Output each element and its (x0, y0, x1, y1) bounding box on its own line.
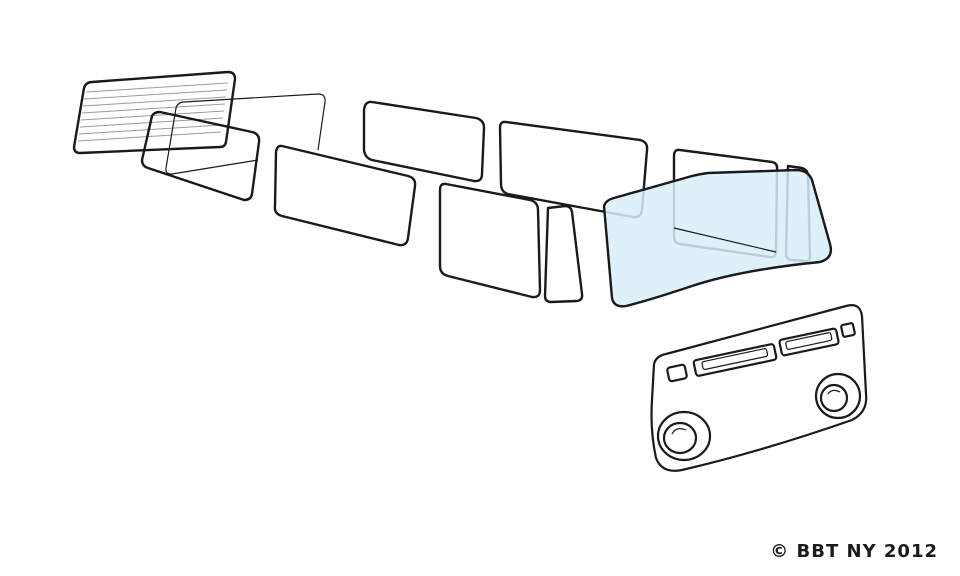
vent-window-left (543, 204, 584, 304)
watermark-text: BBT NY 2012 (796, 541, 938, 562)
side-window-rear-left (273, 144, 417, 247)
front-body-panel (650, 304, 868, 472)
windshield-reflection-line (673, 227, 777, 253)
copyright-watermark: © BBT NY 2012 (770, 541, 938, 562)
left-indicator (666, 363, 688, 383)
copyright-symbol: © (770, 541, 790, 562)
headlight-right (814, 372, 862, 420)
right-indicator (840, 322, 856, 338)
rear-quarter-window (140, 93, 326, 202)
headlight-left (656, 410, 712, 462)
side-window-rear-right (362, 100, 486, 183)
side-window-middle-left (438, 182, 542, 299)
